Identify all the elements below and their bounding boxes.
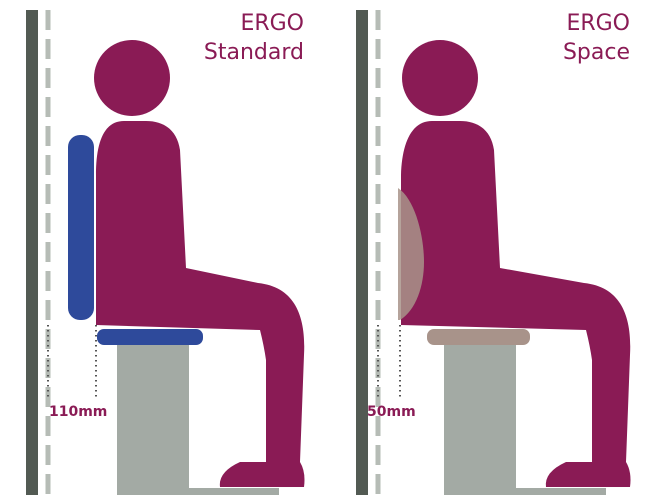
person-head [402, 40, 478, 116]
panel-model: Space [563, 40, 630, 65]
floor-strip [516, 488, 606, 495]
standard-seat-cushion [97, 329, 203, 345]
panel-model: Standard [204, 40, 304, 65]
wall [26, 10, 38, 495]
person-foot [546, 462, 631, 487]
stool-base [444, 345, 516, 495]
panel-brand: ERGO [566, 11, 630, 36]
standard-back-cushion [68, 135, 94, 320]
person-head [94, 40, 170, 116]
distance-label: 50mm [367, 404, 416, 420]
wall [356, 10, 368, 495]
floor-strip [189, 488, 279, 495]
panel-ergo-standard: ERGO Standard 110mm [26, 10, 305, 495]
panel-brand: ERGO [240, 11, 304, 36]
space-seat-cushion [427, 329, 530, 345]
panel-ergo-space: ERGO Space 50mm [356, 10, 631, 495]
stool-base [117, 345, 189, 495]
distance-label: 110mm [49, 404, 107, 420]
person-foot [220, 462, 305, 487]
